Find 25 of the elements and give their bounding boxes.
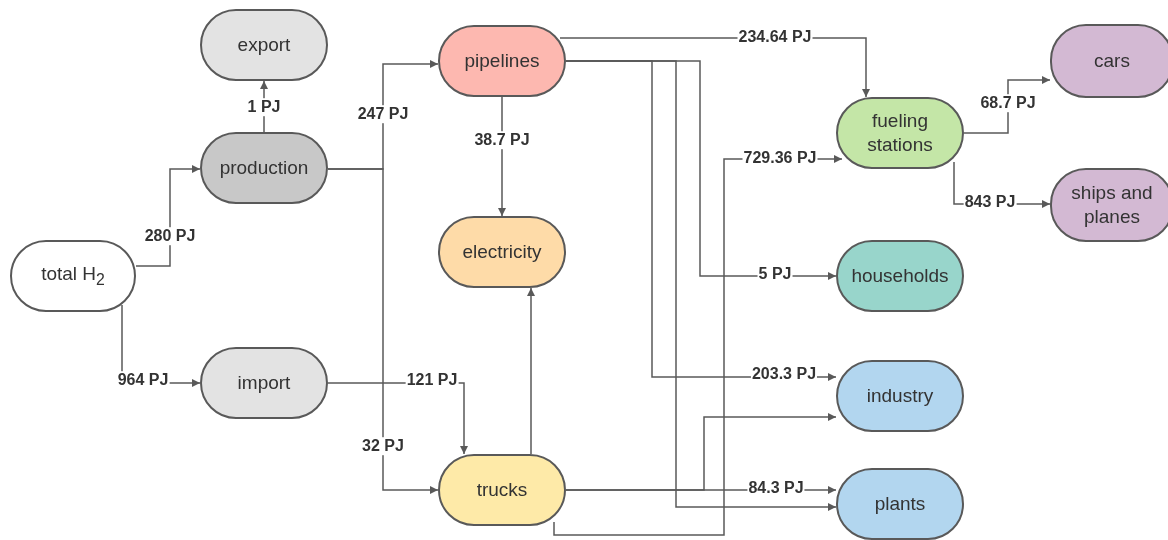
edge-label: 247 PJ <box>356 105 410 123</box>
process-box: industry <box>836 360 964 432</box>
process-box: pipelines <box>438 25 566 97</box>
edge-label: 68.7 PJ <box>979 94 1037 112</box>
arrow <box>553 155 843 536</box>
arrow <box>963 76 1051 134</box>
process-box: total H$_{2}$ <box>10 240 136 312</box>
process-box: fueling stations <box>836 97 964 169</box>
process-box: trucks <box>438 454 566 526</box>
process-box: production <box>200 132 328 204</box>
process-box: plants <box>836 468 964 540</box>
process-box: cars <box>1050 24 1168 98</box>
edge-label: 280 PJ <box>143 227 197 245</box>
edge-label: 32 PJ <box>361 437 405 455</box>
process-box: import <box>200 347 328 419</box>
process-box: households <box>836 240 964 312</box>
process-box: electricity <box>438 216 566 288</box>
process-box: ships and planes <box>1050 168 1168 242</box>
arrow <box>135 165 201 267</box>
edge-label: 1 PJ <box>246 98 282 116</box>
edge-label: 38.7 PJ <box>473 131 531 149</box>
arrow <box>565 60 837 511</box>
arrow <box>527 287 535 455</box>
process-box: export <box>200 9 328 81</box>
arrow <box>327 168 439 494</box>
